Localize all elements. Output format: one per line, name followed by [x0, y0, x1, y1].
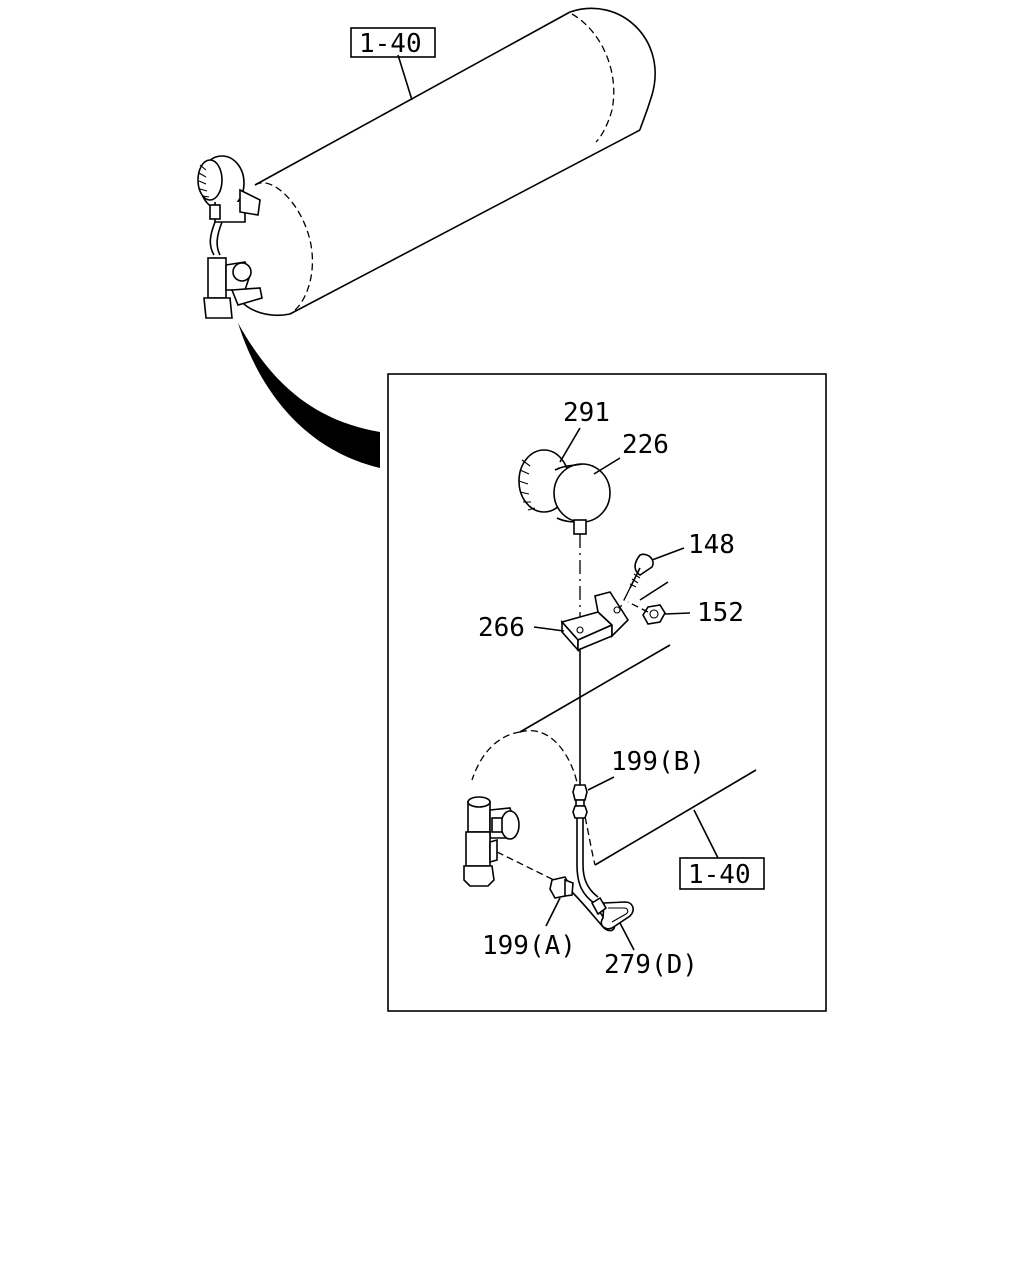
bracket-266: [560, 581, 669, 653]
callout-199b: 199(B): [611, 747, 705, 777]
callout-148: 148: [688, 530, 735, 560]
callout-152: 152: [697, 598, 744, 628]
leader-lines: [533, 427, 719, 951]
callout-226: 226: [622, 430, 669, 460]
pipe-279d: [571, 818, 634, 932]
callout-279d: 279(D): [604, 950, 698, 980]
detail-pointer: [238, 323, 380, 468]
air-tank-detail: [471, 644, 757, 866]
detail-view: 1-40 291 226 148 152 266 199(B) 199(A) 2…: [463, 398, 765, 980]
air-tank-overview: 1-40: [197, 7, 656, 319]
gauge-overview: [197, 155, 261, 256]
valve-overview: [203, 257, 263, 319]
detail-frame: [387, 373, 827, 1012]
ref-label-bottom: 1-40: [688, 860, 751, 890]
ref-box-top: [350, 27, 436, 58]
pressure-gauge: [518, 449, 611, 620]
fitting-199a: [549, 876, 574, 899]
callout-291: 291: [563, 398, 610, 428]
callout-266: 266: [478, 613, 525, 643]
ref-box-bottom: [679, 857, 765, 890]
valve-assembly: [463, 796, 559, 887]
nut-152: [627, 601, 666, 625]
bolt-148: [619, 553, 654, 609]
fitting-199b: [572, 784, 588, 819]
callout-199a: 199(A): [482, 931, 576, 961]
ref-label-top: 1-40: [359, 29, 422, 59]
